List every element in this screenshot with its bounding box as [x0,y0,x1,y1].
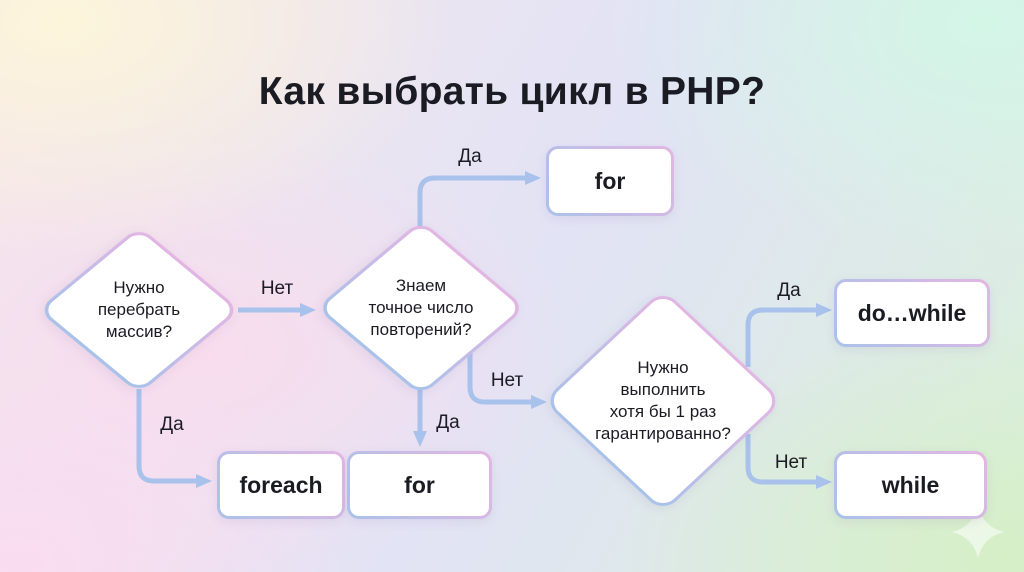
edge-label-da-d1-foreach: Да [160,414,184,435]
decision-iterate-array: Нужно перебрать массив? [37,225,241,395]
edge-label-net-d3-while: Нет [774,452,808,473]
edge-label-net-d2-d3: Нет [490,370,524,391]
decision-text: Нужно выполнить хотя бы 1 раз гарантиров… [595,357,731,444]
decision-text: Знаем точное число повторений? [368,275,474,340]
decision-run-at-least-once: Нужно выполнить хотя бы 1 раз гарантиров… [542,288,784,514]
edge-label-da-d2-forbottom: Да [436,412,460,433]
page-title: Как выбрать цикл в PHP? [258,70,766,114]
edge-label-net-d1-d2: Нет [260,278,294,299]
result-while: while [834,451,987,519]
result-for-bottom: for [347,451,492,519]
result-for-top: for [546,146,674,216]
decision-known-repetitions: Знаем точное число повторений? [315,219,527,397]
decision-text: Нужно перебрать массив? [97,277,181,342]
result-foreach: foreach [217,451,345,519]
edge-label-da-d3-dowhile: Да [777,280,801,301]
edge-label-da-d2-fortop: Да [458,146,482,167]
result-do-while: do…while [834,279,990,347]
